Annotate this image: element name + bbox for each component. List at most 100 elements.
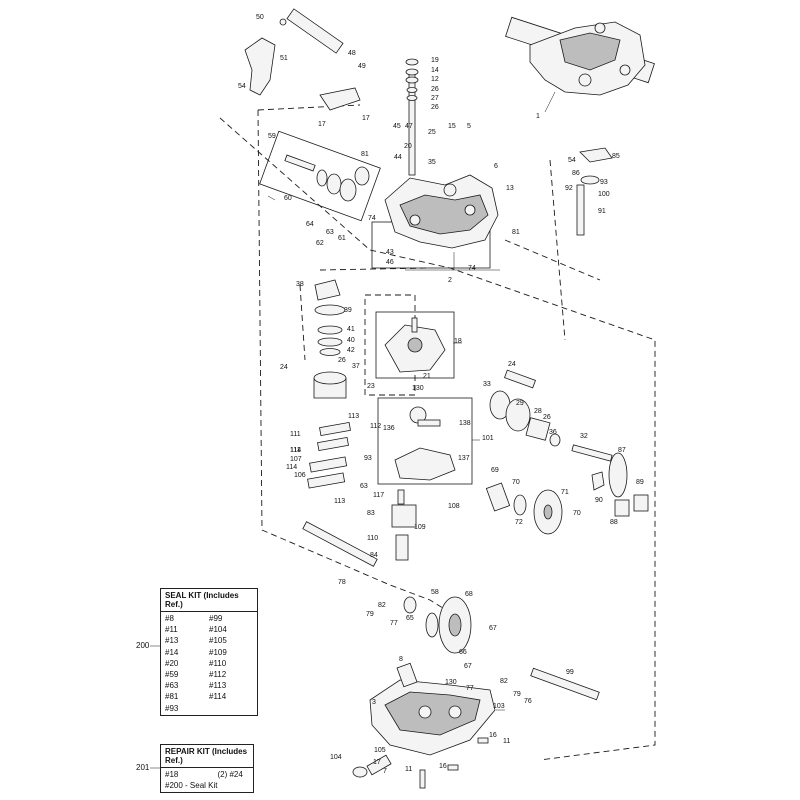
part-callout: 81 bbox=[512, 229, 520, 236]
part-callout: 15 bbox=[448, 123, 456, 130]
part-callout: 11 bbox=[405, 766, 412, 773]
center-section-101 bbox=[394, 406, 456, 481]
part-callout: 74 bbox=[368, 215, 376, 222]
part-callout: 89 bbox=[636, 479, 644, 486]
filter-104 bbox=[352, 662, 418, 778]
part-callout: 88 bbox=[610, 519, 618, 526]
part-callout: 82 bbox=[378, 602, 386, 609]
part-callout: 106 bbox=[294, 472, 306, 479]
part-callout: 37 bbox=[352, 363, 360, 370]
seal-kit-item: #11 bbox=[165, 625, 178, 635]
part-callout: 19 bbox=[431, 57, 439, 64]
part-callout: 11 bbox=[503, 738, 510, 745]
part-callout: 25 bbox=[428, 129, 436, 136]
assembly-boundary-line bbox=[299, 284, 306, 361]
part-callout: 38 bbox=[296, 281, 304, 288]
part-callout: 27 bbox=[431, 95, 439, 102]
leader-lines bbox=[150, 91, 556, 769]
part-callout: 48 bbox=[348, 50, 356, 57]
part-callout: 62 bbox=[316, 240, 324, 247]
part-callout: 112 bbox=[370, 423, 381, 430]
part-callout: 41 bbox=[347, 326, 355, 333]
motor-block bbox=[313, 279, 347, 399]
part-callout: 78 bbox=[338, 579, 346, 586]
part-callout: 16 bbox=[489, 732, 497, 739]
assembly-boundary-line bbox=[257, 109, 471, 626]
check-valves bbox=[307, 421, 351, 489]
part-callout: 136 bbox=[383, 425, 395, 432]
part-callout: 33 bbox=[483, 381, 491, 388]
bracket-box-60 bbox=[259, 130, 381, 222]
bracket-box-18 bbox=[375, 311, 455, 379]
part-callout: 114 bbox=[286, 464, 297, 471]
part-callout: 5 bbox=[467, 123, 471, 130]
part-callout: 49 bbox=[358, 63, 366, 70]
part-callout: 72 bbox=[515, 519, 523, 526]
control-lever-assembly bbox=[244, 8, 361, 111]
part-callout: 45 bbox=[393, 123, 401, 130]
part-callout: 23 bbox=[367, 383, 375, 390]
part-callout: 3 bbox=[372, 699, 376, 706]
part-callout: 54 bbox=[238, 83, 246, 90]
part-callout: 64 bbox=[306, 221, 314, 228]
seal-kit-item: #14 bbox=[165, 647, 179, 657]
part-callout: 87 bbox=[618, 447, 626, 454]
part-callout: 74 bbox=[468, 265, 476, 272]
part-callout: 65 bbox=[406, 615, 414, 622]
part-callout: 81 bbox=[361, 151, 369, 158]
part-callout: 85 bbox=[612, 153, 620, 160]
part-callout: 70 bbox=[512, 479, 520, 486]
seal-kit-item: #81 bbox=[165, 692, 179, 702]
repair-kit-item: (2) #24 bbox=[217, 770, 243, 779]
part-callout: 83 bbox=[367, 510, 375, 517]
axle-76 bbox=[530, 667, 600, 701]
part-callout: 47 bbox=[405, 123, 413, 130]
upper-housing bbox=[384, 174, 499, 249]
part-callout: 113 bbox=[348, 413, 359, 420]
assembly-boundary-line bbox=[364, 294, 416, 396]
bolts-11-16 bbox=[419, 737, 489, 789]
part-callout: 12 bbox=[431, 76, 439, 83]
part-callout: 93 bbox=[364, 455, 372, 462]
repair-kit-table: REPAIR KIT (Includes Ref.) #18(2) #24#20… bbox=[160, 744, 254, 794]
part-callout: 21 bbox=[423, 373, 431, 380]
part-callout: 17 bbox=[373, 759, 381, 766]
seal-kit-item: #112 bbox=[209, 669, 227, 679]
part-callout: 39 bbox=[344, 307, 352, 314]
part-callout: 24 bbox=[280, 364, 288, 371]
part-callout: 7 bbox=[383, 768, 387, 775]
part-callout: 20 bbox=[404, 143, 412, 150]
part-callout: 67 bbox=[464, 663, 472, 670]
part-callout: 1 bbox=[536, 113, 540, 120]
seal-kit-item: #113 bbox=[209, 681, 227, 691]
assembly-boundary-line bbox=[219, 117, 656, 761]
center-section-18 bbox=[384, 317, 446, 373]
part-callout: 138 bbox=[459, 420, 471, 427]
part-callout: 60 bbox=[284, 195, 292, 202]
seal-kit-item bbox=[209, 703, 253, 714]
part-callout: 77 bbox=[466, 685, 474, 692]
part-callout: 110 bbox=[367, 535, 378, 542]
seal-kit-item: #110 bbox=[209, 658, 227, 668]
seal-kit-title: SEAL KIT (Includes Ref.) bbox=[161, 589, 257, 612]
part-callout: 117 bbox=[373, 492, 384, 499]
part-callout: 6 bbox=[494, 163, 498, 170]
part-callout: 82 bbox=[500, 678, 508, 685]
part-callout: 100 bbox=[598, 191, 610, 198]
part-callout: 113 bbox=[334, 498, 345, 505]
seal-kit-item: #109 bbox=[209, 647, 227, 657]
part-callout: 79 bbox=[366, 611, 374, 618]
part-callout: 107 bbox=[290, 456, 302, 463]
part-callout: 103 bbox=[493, 703, 505, 710]
bracket-box-101 bbox=[377, 397, 473, 485]
seal-kit-ref: 200 bbox=[136, 641, 150, 650]
repair-kit-item: #200 - Seal Kit bbox=[165, 781, 218, 791]
transaxle-assembly bbox=[505, 16, 655, 96]
part-callout: 46 bbox=[386, 259, 394, 266]
part-callout: 111 bbox=[290, 431, 301, 438]
part-callout: 90 bbox=[595, 497, 603, 504]
gear-set-upper bbox=[489, 369, 561, 447]
part-callout: 26 bbox=[543, 414, 551, 421]
part-callout: 36 bbox=[549, 429, 557, 436]
